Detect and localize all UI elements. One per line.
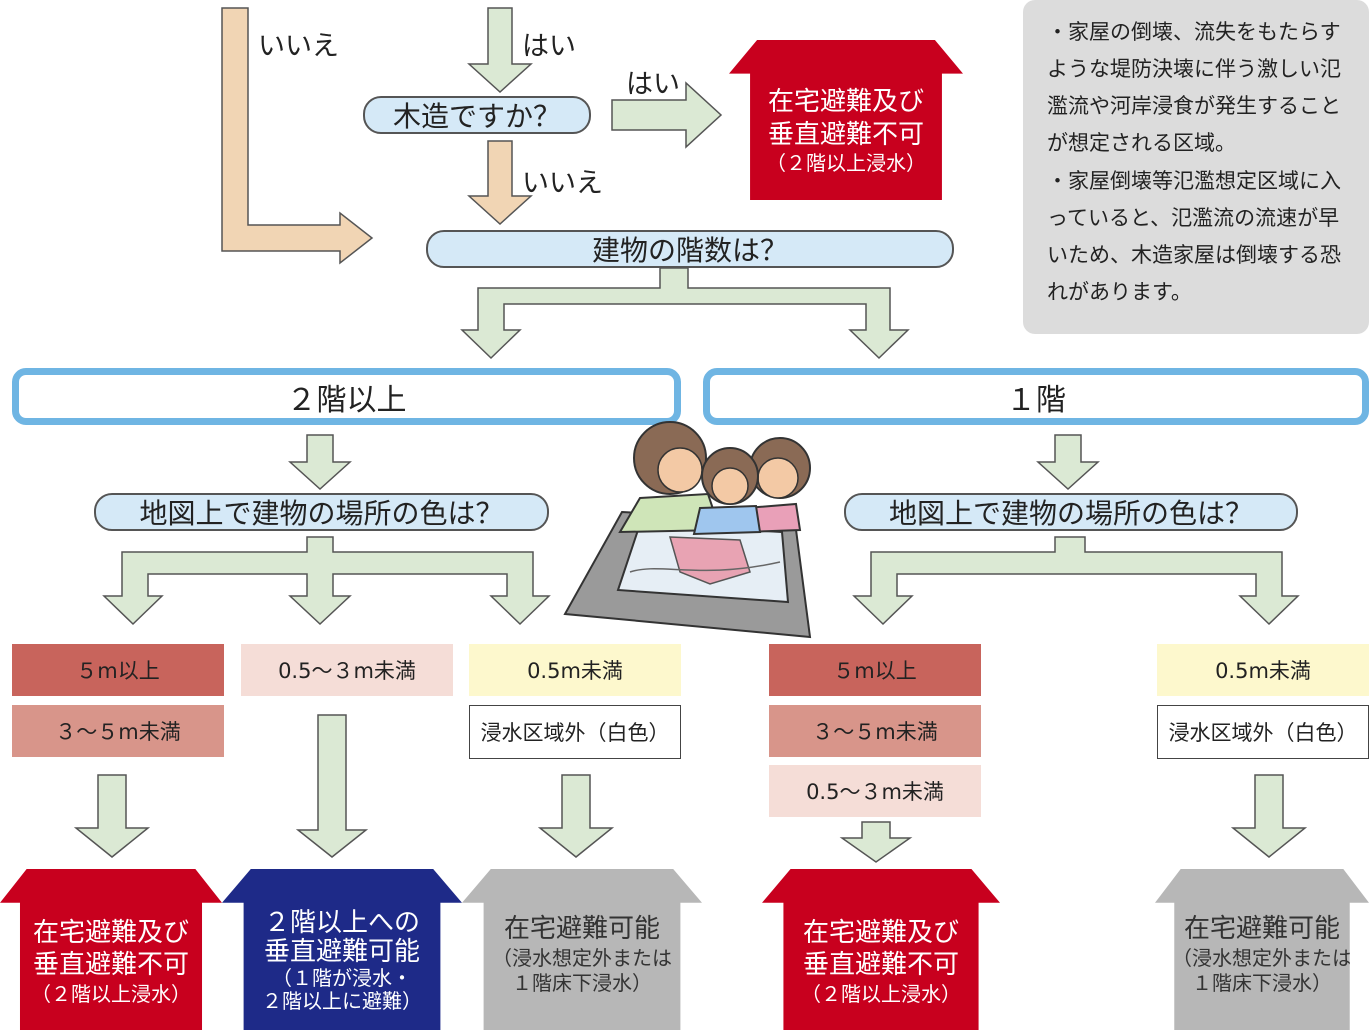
result-3-line2: （浸水想定外または: [492, 945, 672, 970]
family-hazard-map-illustration: [563, 421, 812, 639]
note-paragraph-1: ・家屋の倒壊、流失をもたらすような堤防決壊に伴う激しい氾濫流や河岸浸食が発生する…: [1047, 20, 1341, 156]
arrow-two-plus-down: [288, 434, 352, 491]
branch-one: １階: [703, 368, 1369, 425]
arrow-result-3: [537, 774, 615, 858]
result-top-line2: 垂直避難不可: [767, 119, 924, 150]
result-not-possible-2: 在宅避難及び 垂直避難不可 （２階以上浸水）: [762, 869, 1000, 1030]
outside-area-right: 浸水区域外（白色）: [1157, 705, 1369, 759]
arrow-result-1: [73, 774, 151, 858]
result-5-line1: 在宅避難可能: [1183, 914, 1340, 945]
result-2-line3: （１階が浸水・: [272, 966, 412, 991]
result-1-line1: 在宅避難及び: [32, 917, 189, 948]
yes-label-top: はい: [522, 31, 576, 62]
result-5-line3: １階床下浸水）: [1192, 970, 1332, 995]
question-wooden: 木造ですか？: [363, 96, 591, 134]
arrow-one-down: [1036, 434, 1100, 491]
depth-5m-left: ５m以上: [12, 644, 224, 696]
result-stay-possible-1: 在宅避難可能 （浸水想定外または １階床下浸水）: [462, 869, 702, 1030]
no-arrow-left: [221, 7, 374, 265]
arrow-result-4: [839, 821, 913, 863]
yes-arrow-right: [611, 81, 723, 149]
no-label-left: いいえ: [258, 31, 339, 62]
result-2-line4: ２階以上に避難）: [262, 988, 422, 1013]
note-paragraph-2: ・家屋倒壊等氾濫想定区域に入っていると、氾濫流の流速が早いため、木造家屋は倒壊す…: [1047, 168, 1341, 305]
result-2-line1: ２階以上への: [263, 908, 420, 938]
depth-05to3-left: 0.5～３m未満: [241, 644, 453, 696]
result-stay-possible-2: 在宅避難可能 （浸水想定外または １階床下浸水）: [1155, 869, 1369, 1030]
depth-05-left: 0.5m未満: [469, 644, 681, 696]
yes-arrow-top: [467, 7, 533, 94]
result-not-possible-1: 在宅避難及び 垂直避難不可 （２階以上浸水）: [0, 869, 222, 1030]
result-4-line2: 垂直避難不可: [802, 950, 959, 980]
result-1-line3: （２階以上浸水）: [31, 981, 191, 1006]
result-top-line3: （２階以上浸水）: [766, 151, 926, 175]
depth-05-right: 0.5m未満: [1157, 644, 1369, 696]
note-box: ・家屋の倒壊、流失をもたらすような堤防決壊に伴う激しい氾濫流や河岸浸食が発生する…: [1023, 0, 1369, 334]
result-4-line1: 在宅避難及び: [802, 917, 959, 948]
result-4-line3: （２階以上浸水）: [801, 981, 961, 1006]
result-1-line2: 垂直避難不可: [32, 950, 189, 980]
question-floors: 建物の階数は？: [426, 230, 954, 268]
depth-05to3-right: 0.5～３m未満: [769, 765, 981, 817]
result-top-not-possible: 在宅避難及び 垂直避難不可 （２階以上浸水）: [729, 40, 963, 200]
result-3-line1: 在宅避難可能: [503, 914, 660, 945]
arrow-result-2: [295, 714, 369, 858]
yes-label-right: はい: [626, 69, 680, 100]
result-top-line1: 在宅避難及び: [767, 87, 924, 117]
result-3-line3: １階床下浸水）: [512, 970, 652, 995]
outside-area-left: 浸水区域外（白色）: [469, 705, 681, 759]
arrow-result-5: [1230, 774, 1308, 858]
depth-5m-right: ５m以上: [769, 644, 981, 696]
depth-3to5-right: ３～５m未満: [769, 705, 981, 757]
branch-two-plus: ２階以上: [12, 368, 681, 425]
result-5-line2: （浸水想定外または: [1172, 945, 1352, 970]
question-color-right: 地図上で建物の場所の色は？: [844, 493, 1298, 531]
split-arrow-right: [852, 536, 1300, 626]
split-arrow-floors: [460, 267, 910, 360]
no-label-below: いいえ: [522, 168, 603, 199]
depth-3to5-left: ３～５m未満: [12, 705, 224, 757]
question-color-left: 地図上で建物の場所の色は？: [94, 493, 549, 531]
result-2-line2: 垂直避難可能: [263, 937, 420, 968]
no-arrow-down: [467, 140, 533, 226]
result-vertical-possible: ２階以上への 垂直避難可能 （１階が浸水・ ２階以上に避難）: [222, 869, 462, 1030]
split-arrow-left: [102, 536, 551, 626]
